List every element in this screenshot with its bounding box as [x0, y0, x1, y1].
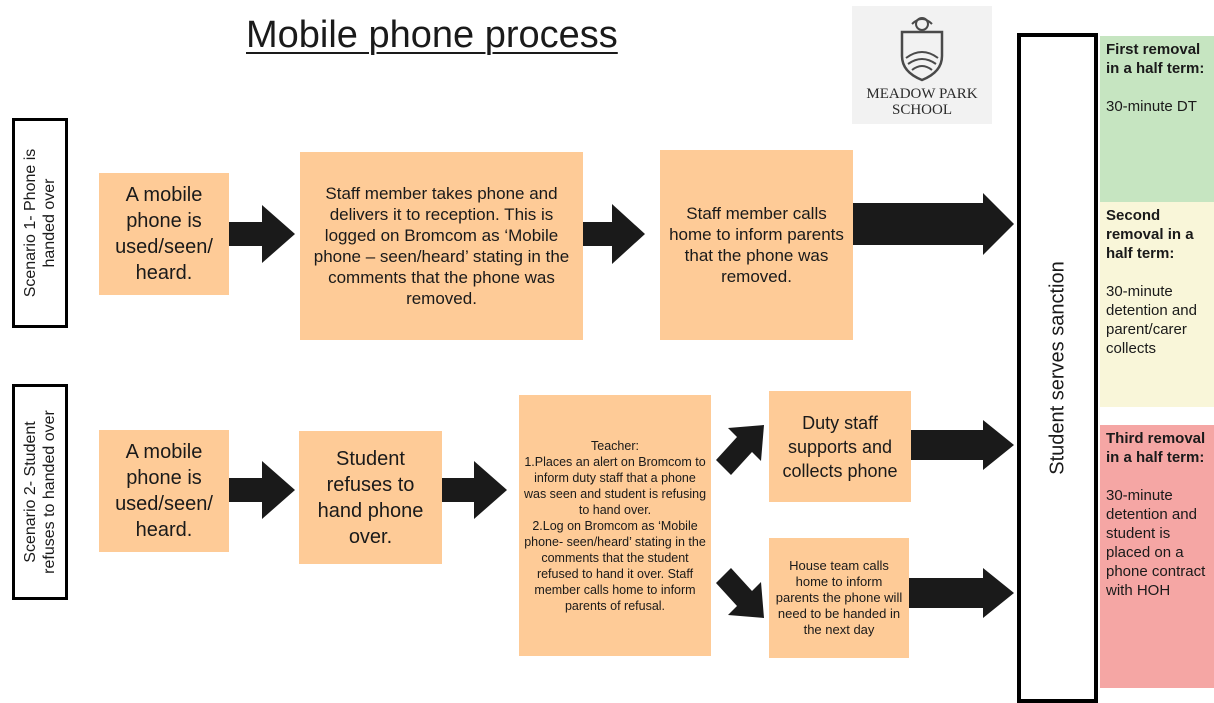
- school-crest-icon: [900, 17, 944, 82]
- s2-duty-staff-box: Duty staff supports and collects phone: [769, 391, 911, 502]
- sanction-third-body: 30-minute detention and student is place…: [1106, 487, 1206, 599]
- s1-staff-calls-home-box: Staff member calls home to inform parent…: [660, 150, 853, 340]
- logo-line1: MEADOW PARK: [866, 86, 978, 102]
- sanction-second-heading: Second removal in a half term:: [1106, 207, 1194, 262]
- arrow-s2-2: [442, 461, 507, 519]
- s1-staff-takes-phone-box: Staff member takes phone and delivers it…: [300, 152, 583, 340]
- scenario1-label: Scenario 1- Phone is handed over: [12, 118, 68, 328]
- arrow-s1-1: [229, 205, 295, 263]
- teacher-point-1: 1.Places an alert on Bromcom to inform d…: [523, 454, 707, 517]
- arrow-s2-up: [716, 425, 764, 475]
- arrow-s2-down: [716, 568, 764, 618]
- student-serves-sanction-bar: Student serves sanction: [1017, 33, 1098, 703]
- arrow-s2-1: [229, 461, 295, 519]
- sanction-second-panel: Second removal in a half term: 30-minute…: [1100, 202, 1214, 407]
- teacher-point-2: 2.Log on Bromcom as ‘Mobile phone- seen/…: [524, 518, 706, 613]
- arrow-s1-2: [583, 204, 645, 264]
- school-logo: MEADOW PARK SCHOOL: [852, 6, 992, 124]
- s2-student-refuses-box: Student refuses to hand phone over.: [299, 431, 442, 564]
- sanction-first-heading: First removal in a half term:: [1106, 41, 1205, 77]
- page-title: Mobile phone process: [246, 14, 618, 56]
- sanction-label: Student serves sanction: [1046, 261, 1068, 475]
- s2-teacher-actions-box: Teacher: 1.Places an alert on Bromcom to…: [519, 395, 711, 656]
- arrow-s1-3: [853, 193, 1014, 255]
- sanction-third-heading: Third removal in a half term:: [1106, 430, 1206, 466]
- s1-mobile-used-box: A mobile phone is used/seen/ heard.: [99, 173, 229, 295]
- sanction-first-body: 30-minute DT: [1106, 98, 1197, 115]
- sanction-second-body: 30-minute detention and parent/carer col…: [1106, 283, 1197, 357]
- flow-arrows: [229, 193, 1014, 618]
- s2-house-team-box: House team calls home to inform parents …: [769, 538, 909, 658]
- s2-mobile-used-box: A mobile phone is used/seen/ heard.: [99, 430, 229, 552]
- teacher-heading: Teacher:: [591, 438, 639, 453]
- arrow-s2-duty: [911, 420, 1014, 470]
- arrow-s2-house: [909, 568, 1014, 618]
- logo-line2: SCHOOL: [891, 102, 952, 118]
- sanction-first-panel: First removal in a half term: 30-minute …: [1100, 36, 1214, 202]
- scenario2-label: Scenario 2- Student refuses to handed ov…: [12, 384, 68, 600]
- sanction-third-panel: Third removal in a half term: 30-minute …: [1100, 425, 1214, 688]
